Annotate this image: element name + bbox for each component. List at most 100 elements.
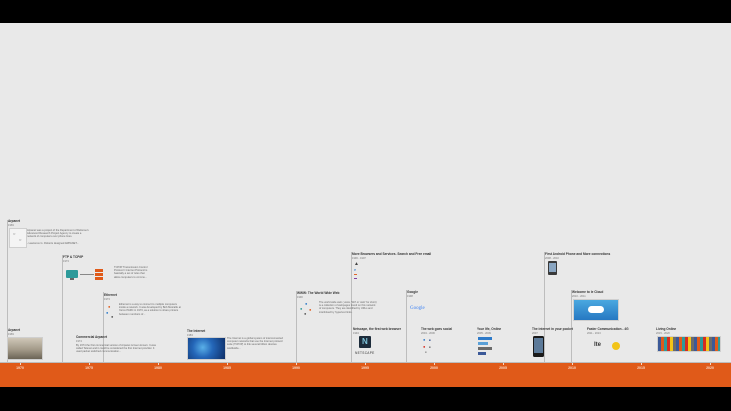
app-icons-collage xyxy=(657,336,721,352)
service-logo-bar xyxy=(478,342,488,345)
event-google[interactable]: Google 1998 xyxy=(407,290,437,298)
event-date: 2015 - 2020 xyxy=(656,331,670,335)
event-description: Arpanet was a project of the Department … xyxy=(27,229,89,239)
event-date: 2007 xyxy=(532,331,538,335)
event-date: 1974 xyxy=(76,339,82,343)
arpanet-diagram-thumbnail: ○ ○ xyxy=(9,228,27,248)
web-network-icon: ● ● ● ● xyxy=(300,302,316,318)
netscape-logo-text: NETSCAPE xyxy=(355,351,375,355)
event-title: Commercial Arpanet xyxy=(76,335,108,339)
smartphone-screen xyxy=(534,338,543,353)
file-stack-icon xyxy=(95,269,103,272)
stem-browsers xyxy=(351,252,352,363)
event-ftp[interactable]: FTP & TCP/IP 1973 xyxy=(63,255,103,263)
event-arpanet[interactable]: Arpanet 1969 xyxy=(8,219,98,227)
event-title: Welcome to le Cloud xyxy=(572,290,604,294)
event-title: Arpanet xyxy=(8,219,21,223)
event-title: Ethernet xyxy=(104,293,117,297)
event-title: FTP & TCP/IP xyxy=(63,255,84,259)
axis-tick xyxy=(641,363,642,365)
axis-tick xyxy=(365,363,366,365)
axis-tick xyxy=(158,363,159,365)
file-stack-icon xyxy=(95,273,103,276)
hotmail-logo-icon: ▬ xyxy=(354,272,357,276)
event-quote: - Lawrence G. Roberts designed ARPANET..… xyxy=(27,241,79,245)
event-living-online[interactable]: Living Online 2015 - 2020 xyxy=(656,327,706,335)
event-www[interactable]: WWW: The World Wide Web 1990 xyxy=(297,291,367,299)
service-logo-bar xyxy=(478,337,492,340)
altavista-logo-icon: ▲ xyxy=(354,261,359,267)
netscape-n-icon: N xyxy=(362,337,368,346)
cloud-icon xyxy=(588,306,604,313)
event-title: Your life, Online xyxy=(477,327,502,331)
stem-ethernet xyxy=(103,292,104,363)
social-logos-stack: ● ■ ● ■ ■ xyxy=(423,338,439,358)
stem-google xyxy=(406,290,407,363)
event-ethernet[interactable]: Ethernet 1973 xyxy=(104,293,144,301)
globe-node-icon: ● xyxy=(309,307,312,312)
file-stack-icon xyxy=(95,277,103,280)
event-title: More Browsers and Services. Search and F… xyxy=(352,252,432,256)
event-description: TCP/IP Transmission Control Protocol / I… xyxy=(114,266,148,279)
axis-tick xyxy=(434,363,435,365)
network-node-icon: ○ xyxy=(13,231,16,236)
event-title: The web goes social xyxy=(421,327,452,331)
event-internet-in-pocket[interactable]: The internet in your pocket 2007 xyxy=(532,327,582,335)
arrow-right-icon xyxy=(80,274,94,275)
axis-tick-label: 1980 xyxy=(154,366,162,370)
service-logo-bar xyxy=(478,352,486,355)
event-the-internet-description: The Internet is a global system of inter… xyxy=(227,336,283,350)
mainframe-photo-thumbnail xyxy=(7,337,43,360)
youtube-logo-icon: ● xyxy=(423,344,426,349)
event-web-goes-social[interactable]: The web goes social 2004 - 2006 xyxy=(421,327,461,335)
event-netscape[interactable]: Netscape, the first web browser 1994 xyxy=(353,327,403,335)
event-first-android[interactable]: First Android Phone and More connections… xyxy=(545,252,625,260)
facebook-logo-icon: ■ xyxy=(429,338,431,342)
axis-tick-label: 1990 xyxy=(292,366,300,370)
event-date: 1996 - 1997 xyxy=(352,256,366,260)
event-description: By 1974 the first commercial version of … xyxy=(76,343,156,353)
event-ethernet-description: Ethernet is a way to connect to multiple… xyxy=(119,302,183,316)
event-title: Faster Communication - 4G xyxy=(587,327,629,331)
stem-www xyxy=(296,291,297,363)
event-ftp-description: TCP/IP Transmission Control Protocol / I… xyxy=(114,265,148,279)
social-logo-icon: ■ xyxy=(425,350,427,354)
event-arpanet-lower[interactable]: Arpanet 1969 xyxy=(8,328,48,336)
event-faster-communication[interactable]: Faster Communication - 4G 2011 - 2013 xyxy=(587,327,647,335)
event-date: 2005 - 2009 xyxy=(477,331,491,335)
wifi-badge-icon xyxy=(612,342,620,350)
event-your-life-online[interactable]: Your life, Online 2005 - 2009 xyxy=(477,327,517,335)
axis-tick-label: 1995 xyxy=(361,366,369,370)
axis-tick-label: 2005 xyxy=(499,366,507,370)
axis-tick-label: 1975 xyxy=(85,366,93,370)
event-arpanet-description: Arpanet was a project of the Department … xyxy=(27,228,91,245)
event-cloud[interactable]: Welcome to le Cloud 2010 - 2011 xyxy=(572,290,622,298)
google-logo: Google xyxy=(410,306,425,311)
axis-tick-label: 2020 xyxy=(706,366,714,370)
axis-tick-label: 1970 xyxy=(16,366,24,370)
event-more-browsers[interactable]: More Browsers and Services. Search and F… xyxy=(352,252,442,260)
globe-node-icon: ● xyxy=(305,301,308,306)
event-date: 1998 xyxy=(407,294,413,298)
event-date: 2004 - 2006 xyxy=(421,331,435,335)
event-the-internet[interactable]: The Internet 1983 xyxy=(187,329,227,337)
event-title: Living Online xyxy=(656,327,677,331)
user-node-icon: ● xyxy=(108,304,111,309)
event-www-description: The world wide web ( www, 'W3' or 'web' … xyxy=(319,300,377,314)
browser-logos-stack: ▲ e ▬ ▬ xyxy=(353,262,367,284)
event-title: Google xyxy=(407,290,418,294)
axis-tick xyxy=(296,363,297,365)
event-date: 1969 xyxy=(8,223,14,227)
event-title: First Android Phone and More connections xyxy=(545,252,611,256)
monitor-stand xyxy=(70,278,74,280)
yahoo-logo-icon: ▬ xyxy=(354,276,357,280)
event-date: 1983 xyxy=(187,333,193,337)
axis-tick xyxy=(572,363,573,365)
event-commercial-arpanet[interactable]: Commercial Arpanet 1974 By 1974 the firs… xyxy=(76,335,156,353)
event-date: 1973 xyxy=(63,259,69,263)
timeline-baseline xyxy=(0,362,731,363)
network-node-icon: ○ xyxy=(19,237,22,242)
stem-cloud xyxy=(571,290,572,363)
event-description: The Internet is a global system of inter… xyxy=(227,337,283,350)
